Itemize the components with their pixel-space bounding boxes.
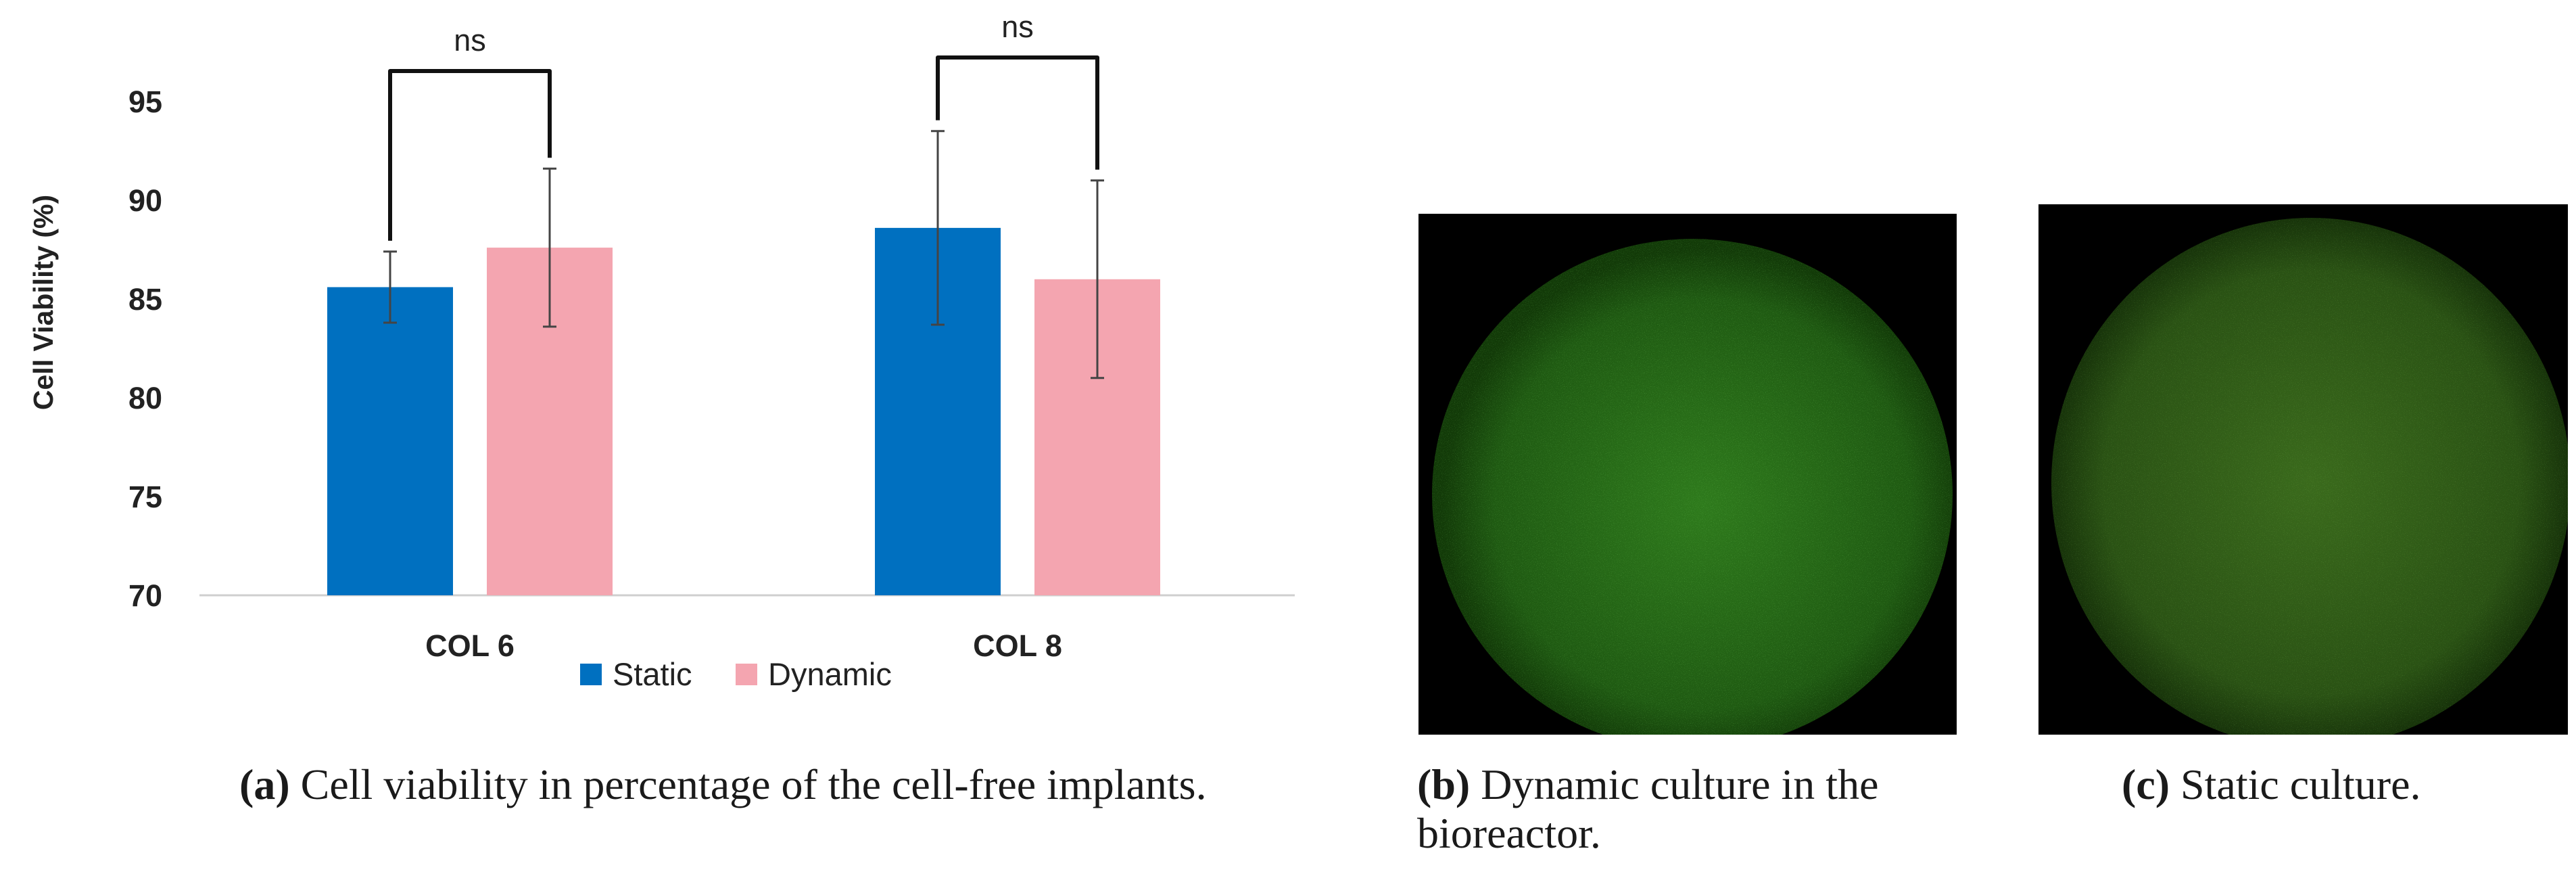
- significance-label: ns: [1001, 9, 1034, 44]
- bar-static-col-6: [327, 287, 453, 595]
- caption-c: (c) Static culture.: [2122, 760, 2541, 809]
- x-category-label: COL 6: [425, 628, 515, 663]
- fluorescence-micrograph-static-icon: [2038, 204, 2568, 735]
- fluorescence-micrograph-dynamic-icon: [1418, 214, 1957, 735]
- y-tick-label: 80: [128, 381, 162, 415]
- legend-label-dynamic: Dynamic: [768, 656, 892, 692]
- bar-chart: 70 75 80 85 90 95 Cell Viability (%) ns ns COL…: [28, 9, 1295, 692]
- bars: [327, 227, 1160, 596]
- micrograph-static: [2038, 204, 2568, 735]
- x-axis-categories: COL 6 COL 8: [425, 628, 1062, 663]
- caption-a-tag: (a): [239, 760, 290, 808]
- significance-bracket: [388, 69, 552, 241]
- caption-b-tag: (b): [1417, 760, 1471, 808]
- significance-brackets: ns ns: [388, 9, 1099, 241]
- y-tick-label: 85: [128, 282, 162, 317]
- x-category-label: COL 8: [973, 628, 1062, 663]
- significance-bracket: [936, 55, 1099, 170]
- caption-a: (a) Cell viability in percentage of the …: [239, 760, 1335, 809]
- caption-c-text: Static culture.: [2170, 760, 2421, 808]
- y-tick-label: 70: [128, 578, 162, 613]
- significance-label: ns: [454, 23, 486, 58]
- y-axis-title: Cell Viability (%): [28, 195, 59, 410]
- legend: Static Dynamic: [580, 656, 892, 692]
- y-axis-ticks: 70 75 80 85 90 95: [128, 85, 162, 613]
- y-tick-label: 75: [128, 480, 162, 514]
- caption-b-text: Dynamic culture in the bioreactor.: [1417, 760, 1879, 857]
- legend-label-static: Static: [613, 656, 692, 692]
- caption-a-text: Cell viability in percentage of the cell…: [289, 760, 1207, 808]
- legend-swatch-dynamic: [736, 664, 757, 685]
- caption-b: (b) Dynamic culture in the bioreactor.: [1417, 760, 1999, 858]
- caption-c-tag: (c): [2122, 760, 2170, 808]
- y-tick-label: 95: [128, 85, 162, 119]
- error-bars: [383, 130, 1104, 380]
- micrograph-dynamic: [1418, 214, 1957, 735]
- legend-swatch-static: [580, 664, 602, 685]
- y-tick-label: 90: [128, 183, 162, 218]
